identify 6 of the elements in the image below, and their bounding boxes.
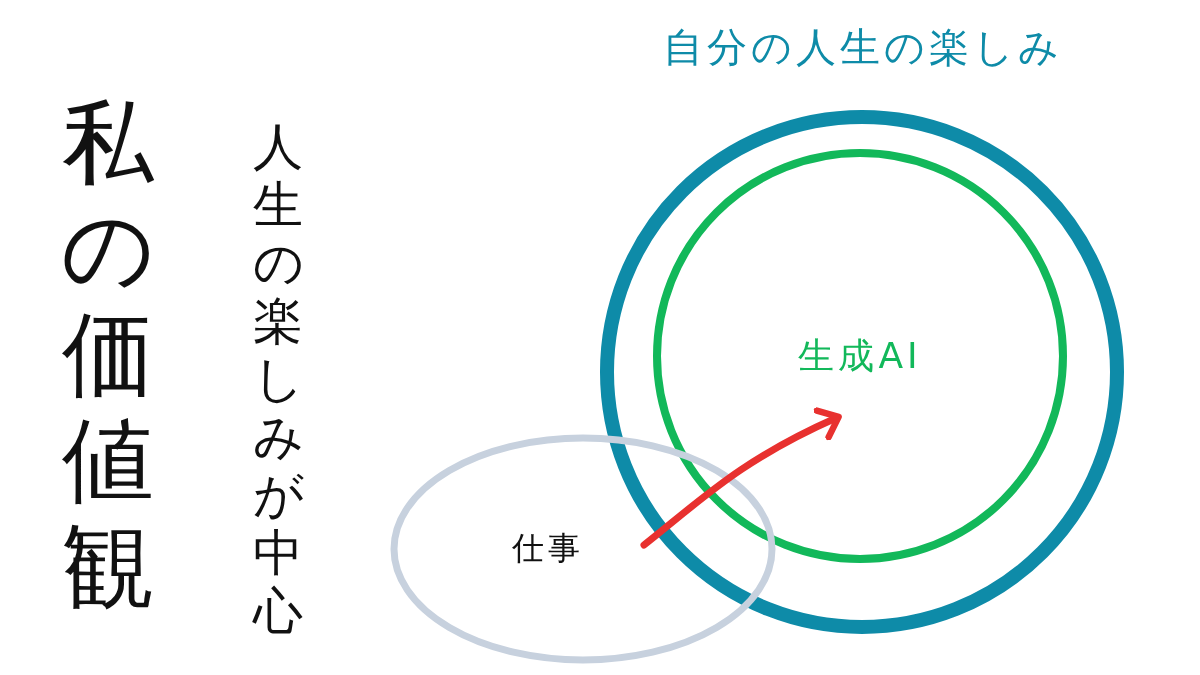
arrow [640,407,842,549]
circle-label: 生成AI [798,333,922,378]
vertical-note: 人生の楽しみが中心 [251,118,305,640]
title: 私の価値観 [60,90,156,620]
circle-heading: 自分の人生の楽しみ [662,23,1063,72]
ellipse-label: 仕事 [512,528,584,569]
